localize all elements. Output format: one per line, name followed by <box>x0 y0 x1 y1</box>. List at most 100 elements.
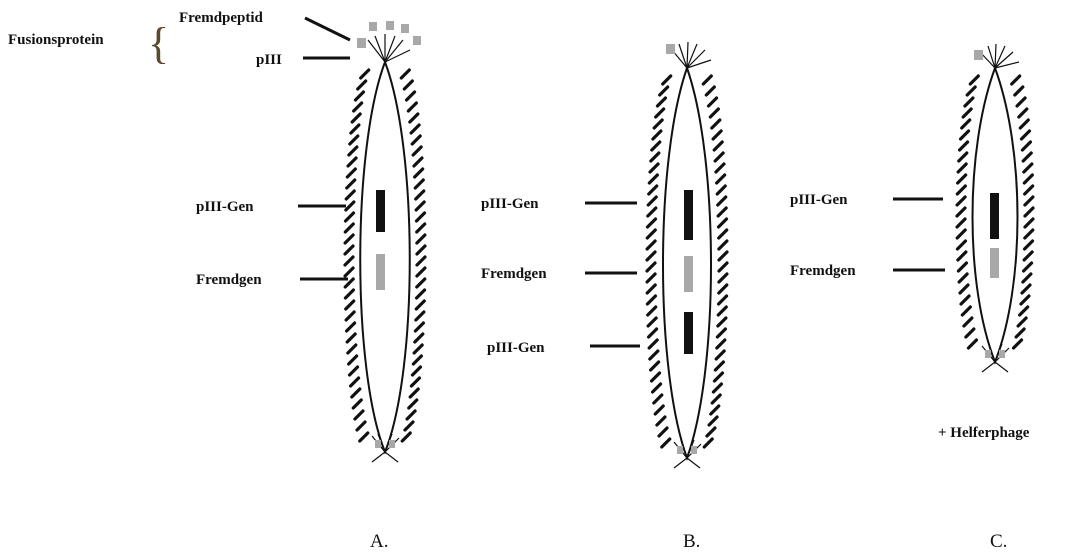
coat-protein <box>718 318 726 326</box>
coat-protein <box>416 301 424 309</box>
coat-protein <box>715 362 723 370</box>
coat-protein <box>1018 318 1026 326</box>
coat-protein <box>1012 76 1020 84</box>
label-foreign-peptide: Fremdpeptid <box>179 10 264 26</box>
coat-protein <box>719 296 727 304</box>
coat-protein <box>411 125 419 133</box>
phage-a-foreign-peptides <box>357 21 421 48</box>
coat-protein <box>350 136 358 144</box>
coat-protein <box>1021 131 1029 139</box>
coat-protein <box>957 208 965 216</box>
coat-protein <box>405 422 413 430</box>
coat-protein <box>1025 208 1033 216</box>
coat-protein <box>417 257 425 265</box>
coat-protein <box>407 92 415 100</box>
coat-protein <box>716 351 724 359</box>
coat-protein <box>961 131 969 139</box>
coat-protein <box>345 235 353 243</box>
label-b-p3-gene-2: pIII-Gen <box>487 340 545 356</box>
coat-protein <box>649 329 657 337</box>
coat-protein <box>719 252 727 260</box>
coat-protein <box>647 263 655 271</box>
coat-protein <box>1019 109 1027 117</box>
coat-protein <box>1022 285 1030 293</box>
coat-protein <box>712 395 720 403</box>
coat-protein <box>647 241 655 249</box>
coat-protein <box>415 323 423 331</box>
coat-protein <box>355 92 363 100</box>
coat-protein <box>414 158 422 166</box>
coat-protein <box>967 87 975 95</box>
coat-protein <box>648 307 656 315</box>
coat-protein <box>647 296 655 304</box>
coat-protein <box>415 169 423 177</box>
coat-protein <box>957 197 965 205</box>
coat-protein <box>350 367 358 375</box>
coat-protein <box>1020 307 1028 315</box>
coat-protein <box>345 246 353 254</box>
label-c-foreign-gene: Fremdgen <box>790 263 856 279</box>
coat-protein <box>719 274 727 282</box>
coat-protein <box>957 241 965 249</box>
coat-protein <box>354 103 362 111</box>
coat-protein <box>662 439 670 447</box>
label-a-foreign-gene: Fremdgen <box>196 272 262 288</box>
coat-protein <box>657 417 665 425</box>
coat-protein <box>360 433 368 441</box>
coat-protein <box>719 263 727 271</box>
coat-protein <box>402 433 410 441</box>
phage-a-coat-left <box>345 70 369 441</box>
coat-protein <box>958 263 966 271</box>
coat-protein <box>652 373 660 381</box>
coat-protein <box>1024 175 1032 183</box>
coat-protein <box>648 219 656 227</box>
coat-protein <box>958 175 966 183</box>
coat-protein <box>346 312 354 320</box>
coat-protein <box>656 109 664 117</box>
coat-protein <box>416 213 424 221</box>
coat-protein <box>353 400 361 408</box>
coat-protein <box>1021 296 1029 304</box>
coat-protein <box>417 268 425 276</box>
coat-protein <box>355 411 363 419</box>
label-a-p3-gene: pIII-Gen <box>196 199 254 215</box>
coat-protein <box>416 202 424 210</box>
coat-protein <box>1025 186 1033 194</box>
coat-protein <box>652 142 660 150</box>
coat-protein <box>1014 340 1022 348</box>
fusion-brace-icon: { <box>148 19 169 68</box>
coat-protein <box>711 406 719 414</box>
coat-protein <box>404 81 412 89</box>
coat-protein <box>709 417 717 425</box>
coat-protein <box>712 120 720 128</box>
coat-protein <box>716 164 724 172</box>
coat-protein <box>710 109 718 117</box>
coat-protein <box>345 290 353 298</box>
coat-protein <box>401 70 409 78</box>
coat-protein <box>713 384 721 392</box>
coat-protein <box>706 87 714 95</box>
coat-protein <box>1015 87 1023 95</box>
coat-protein <box>417 290 425 298</box>
label-c-p3-gene: pIII-Gen <box>790 192 848 208</box>
coat-protein <box>659 428 667 436</box>
phage-b-foreign-peptide <box>666 44 675 54</box>
coat-protein <box>648 318 656 326</box>
coat-protein <box>957 219 965 227</box>
phage-b-p3-gene-segment-1 <box>684 190 693 240</box>
coat-protein <box>648 208 656 216</box>
coat-protein <box>717 186 725 194</box>
coat-protein <box>718 208 726 216</box>
coat-protein <box>715 153 723 161</box>
coat-protein <box>654 120 662 128</box>
coat-protein <box>647 230 655 238</box>
phage-a-bottom-proteins <box>375 440 395 448</box>
coat-protein <box>415 180 423 188</box>
coat-protein <box>959 274 967 282</box>
coat-protein <box>412 367 420 375</box>
coat-protein <box>1024 164 1032 172</box>
label-b-foreign-gene: Fremdgen <box>481 266 547 282</box>
coat-protein <box>650 164 658 172</box>
coat-protein <box>358 81 366 89</box>
